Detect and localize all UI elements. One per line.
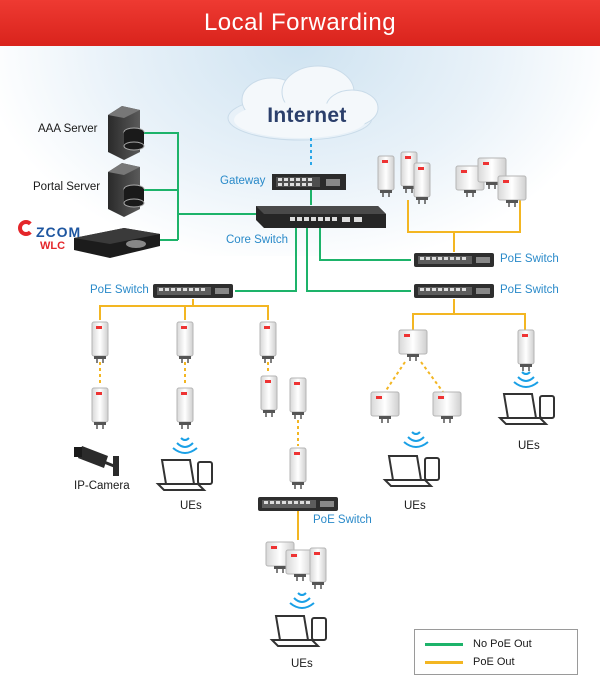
access-point-icon — [91, 321, 109, 364]
internet-cloud-icon — [227, 65, 379, 141]
title-banner: Local Forwarding — [0, 0, 600, 46]
wireless-bridge-links — [99, 361, 444, 446]
access-point-icon — [91, 387, 109, 430]
zcom-logo-icon — [18, 220, 34, 236]
laptop-icon — [157, 459, 213, 491]
ip-camera-label: IP-Camera — [74, 480, 130, 492]
legend-swatch-green — [425, 642, 463, 646]
access-point-icon — [260, 375, 278, 418]
poe-switch-right-top-icon — [414, 253, 494, 267]
ap-group-bottom — [265, 541, 327, 590]
poe-switch-right-top-label: PoE Switch — [500, 253, 559, 265]
core-switch-label: Core Switch — [226, 234, 288, 246]
ap-group-top-left — [377, 151, 431, 205]
poe-switch-left-label: PoE Switch — [90, 284, 149, 296]
poe-switch-left-icon — [153, 284, 233, 298]
poe-switch-right-bottom-label: PoE Switch — [500, 284, 559, 296]
poe-switch-middle-icon — [258, 497, 338, 511]
access-point-icon — [289, 447, 307, 490]
gateway-label: Gateway — [220, 175, 266, 187]
wlc-controller-icon — [74, 228, 160, 258]
poe-links — [99, 200, 526, 540]
ues-label: UEs — [180, 500, 202, 512]
brand-name: ZCOM — [36, 224, 82, 240]
access-point-icon — [259, 321, 277, 364]
legend-item-poe: PoE Out — [415, 656, 515, 668]
no-poe-links — [140, 132, 411, 292]
legend: No PoE Out PoE Out — [414, 629, 578, 675]
laptop-icon — [271, 615, 327, 647]
legend-swatch-orange — [425, 660, 463, 664]
poe-switch-right-bottom-icon — [414, 284, 494, 298]
ues-label: UEs — [404, 500, 426, 512]
laptop-icon — [384, 455, 440, 487]
portal-server-label: Portal Server — [33, 181, 101, 193]
legend-label: No PoE Out — [473, 638, 532, 650]
brand-product: WLC — [40, 240, 66, 252]
access-point-icon — [289, 377, 307, 420]
access-point-icon — [176, 387, 194, 430]
wifi-signal-icon — [172, 437, 198, 454]
ip-camera-icon — [74, 446, 119, 476]
access-point-icon — [517, 329, 535, 372]
poe-switch-middle-label: PoE Switch — [313, 514, 372, 526]
aaa-server-icon — [108, 106, 145, 160]
laptop-icon — [499, 393, 555, 425]
legend-label: PoE Out — [473, 656, 515, 668]
legend-item-no-poe: No PoE Out — [415, 638, 532, 650]
access-point-icon — [432, 391, 462, 424]
core-switch-icon — [256, 206, 386, 228]
wifi-signal-icon — [513, 371, 539, 388]
aaa-server-label: AAA Server — [38, 123, 98, 135]
portal-server-icon — [108, 163, 145, 217]
ap-group-top-right — [455, 157, 527, 208]
ues-label: UEs — [291, 658, 313, 670]
ues-label: UEs — [518, 440, 540, 452]
wifi-signal-icon — [289, 592, 315, 609]
internet-label: Internet — [267, 104, 347, 127]
access-point-icon — [398, 329, 428, 362]
wifi-signal-icon — [403, 431, 429, 448]
gateway-icon — [272, 174, 346, 190]
access-point-icon — [370, 391, 400, 424]
access-point-icon — [176, 321, 194, 364]
page-title: Local Forwarding — [203, 9, 397, 36]
